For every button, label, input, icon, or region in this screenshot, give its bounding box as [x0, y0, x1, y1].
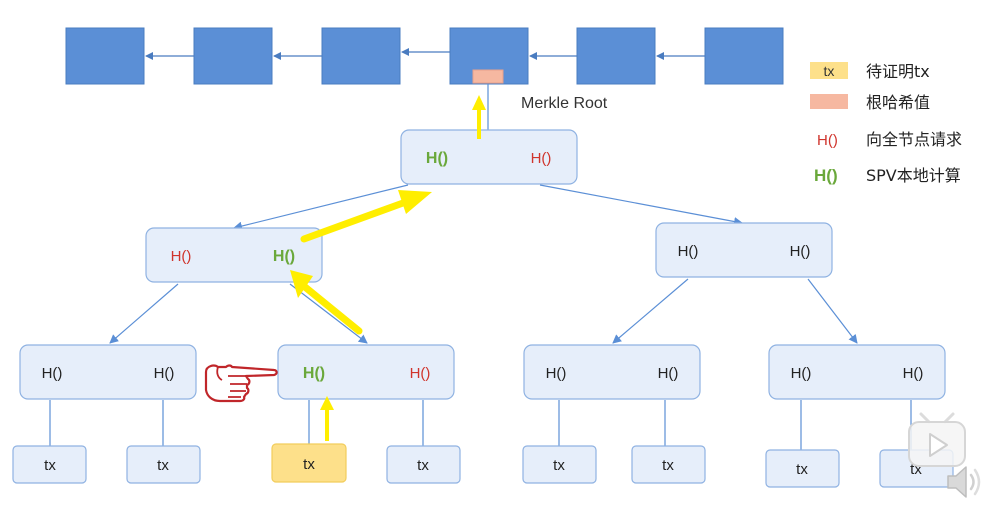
node-hash: H(): [791, 365, 812, 382]
tx-label: tx: [157, 457, 169, 474]
chain-block: [576, 27, 656, 85]
tx-box: [631, 445, 706, 484]
legend: tx 待证明tx 根哈希值 H() 向全节点请求 H() SPV本地计算: [810, 62, 962, 185]
chain-block: [321, 27, 401, 85]
legend-item-root-hash: 根哈希值: [810, 93, 930, 112]
level2-node-2: H() H(): [277, 344, 455, 400]
level2-box: [523, 344, 701, 400]
tx-box: [386, 445, 461, 484]
legend-tx-swatch-text: tx: [824, 63, 835, 79]
root-node-box: [400, 129, 578, 185]
root-right-hash-requested: H(): [531, 150, 552, 167]
merkle-root-hash: [472, 69, 504, 84]
legend-item-local-hash: H() SPV本地计算: [814, 166, 961, 185]
legend-item-requested-hash: H() 向全节点请求: [817, 130, 962, 149]
proof-path-arrows: [290, 95, 486, 441]
arrow-level1-to-root: [300, 190, 432, 243]
tx-label: tx: [796, 461, 808, 478]
level2-left-hash-local: H(): [303, 365, 325, 382]
merkle-root-label: Merkle Root: [521, 95, 608, 112]
tx-box: [126, 445, 201, 484]
tree-edge: [289, 283, 368, 344]
node-hash: H(): [903, 365, 924, 382]
tree-edge: [539, 184, 743, 226]
arrow-root-to-merkle-root: [472, 95, 486, 139]
legend-label: SPV本地计算: [866, 166, 961, 185]
tx-box: [522, 445, 597, 484]
tx-box: [12, 445, 87, 484]
tree-edge: [233, 184, 409, 231]
tx-label: tx: [662, 457, 674, 474]
level1-left-hash-requested: H(): [171, 248, 192, 265]
play-icon: [908, 412, 966, 467]
volume-button[interactable]: [944, 462, 988, 502]
tx-label-to-prove: tx: [303, 456, 315, 473]
chain-block: [704, 27, 784, 85]
arrow-tx-to-level2: [320, 396, 334, 441]
tree-edge: [807, 278, 858, 344]
root-node: H() H(): [400, 129, 578, 185]
chain-block: [65, 27, 145, 85]
level2-box: [277, 344, 455, 400]
legend-label: 待证明tx: [866, 62, 930, 81]
level1-right-node: H() H(): [655, 222, 833, 278]
node-hash: H(): [790, 243, 811, 260]
level2-node-3: H() H(): [523, 344, 701, 400]
speaker-icon: [947, 466, 981, 498]
legend-tx-swatch: [810, 62, 848, 79]
transactions: tx tx tx tx tx tx tx tx: [12, 443, 954, 488]
level1-right-hash-local: H(): [273, 248, 295, 265]
tree-edge: [612, 278, 689, 344]
legend-label: 向全节点请求: [866, 130, 962, 149]
legend-requested-swatch: H(): [817, 132, 838, 149]
arrow-level2-to-level1: [290, 270, 363, 335]
play-button[interactable]: [905, 410, 969, 470]
node-hash: H(): [678, 243, 699, 260]
legend-local-swatch: H(): [814, 166, 838, 185]
tree-edges: [49, 184, 912, 450]
hand-pointer-icon: [204, 364, 278, 403]
tree-edge: [109, 283, 179, 344]
level2-box: [768, 344, 946, 400]
blockchain: [65, 27, 784, 130]
tx-box: [765, 449, 840, 488]
node-hash: H(): [658, 365, 679, 382]
level2-node-4: H() H(): [768, 344, 946, 400]
legend-item-tx-to-prove: tx 待证明tx: [810, 62, 930, 81]
chain-block: [193, 27, 273, 85]
legend-label: 根哈希值: [866, 93, 930, 112]
tx-box-to-prove: [271, 443, 347, 483]
node-hash: H(): [546, 365, 567, 382]
node-hash: H(): [42, 365, 63, 382]
tx-label: tx: [44, 457, 56, 474]
level1-right-box: [655, 222, 833, 278]
level1-left-box: [145, 227, 323, 283]
tx-label: tx: [417, 457, 429, 474]
level2-right-hash-requested: H(): [410, 365, 431, 382]
level2-node-1: H() H(): [19, 344, 197, 400]
level2-box: [19, 344, 197, 400]
tx-label: tx: [553, 457, 565, 474]
legend-root-hash-swatch: [810, 94, 848, 109]
root-left-hash-local: H(): [426, 150, 448, 167]
node-hash: H(): [154, 365, 175, 382]
level1-left-node: H() H(): [145, 227, 323, 283]
